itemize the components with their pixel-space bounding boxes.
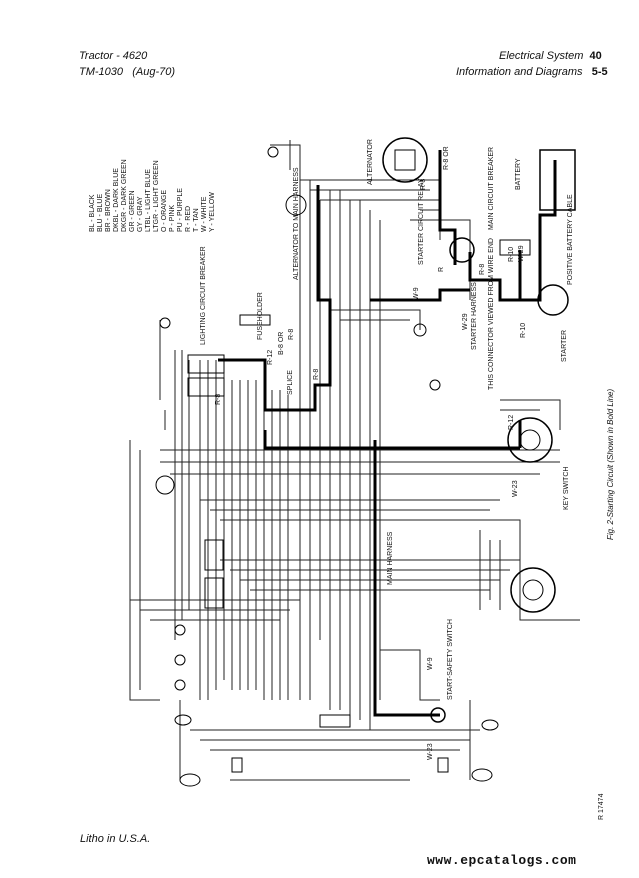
figure-caption: Fig. 2-Starting Circuit (Shown in Bold L… bbox=[606, 388, 615, 540]
header-left-line2: TM-1030 (Aug-70) bbox=[79, 66, 175, 78]
header-right-line2: Information and Diagrams 5-5 bbox=[456, 66, 608, 78]
label-w29: W-29 bbox=[518, 245, 525, 262]
label-positive-cable: POSITIVE BATTERY CABLE bbox=[567, 194, 574, 285]
label-w9: W-9 bbox=[413, 287, 420, 300]
header-left-line1: Tractor - 4620 bbox=[79, 50, 148, 62]
legend-item: GR - GREEN bbox=[129, 190, 136, 232]
label-b8-or: B-8 OR bbox=[278, 332, 285, 355]
main-circuit-breaker bbox=[499, 239, 531, 256]
key-switch bbox=[507, 417, 553, 463]
label-battery: BATTERY bbox=[515, 158, 522, 190]
starter-relay bbox=[449, 237, 475, 263]
light-switch bbox=[510, 567, 556, 613]
label-main-breaker: MAIN CIRCUIT BREAKER bbox=[488, 147, 495, 230]
legend-item: T - TAN bbox=[193, 208, 200, 232]
legend-item: Y - YELLOW bbox=[209, 192, 216, 232]
legend-item: P - PINK bbox=[169, 205, 176, 232]
battery bbox=[539, 149, 576, 211]
starter bbox=[537, 284, 569, 316]
legend-item: PU - PURPLE bbox=[177, 188, 184, 232]
header-right-line1: Electrical System 40 bbox=[499, 50, 602, 62]
fuseholder bbox=[239, 314, 271, 326]
label-lighting-breaker: LIGHTING CIRCUIT BREAKER bbox=[200, 246, 207, 345]
legend-item: DKGR - DARK GREEN bbox=[121, 159, 128, 232]
legend-item: O - ORANGE bbox=[161, 190, 168, 232]
label-r8-mid: R-8 bbox=[313, 369, 320, 380]
label-main-harness: MAIN HARNESS bbox=[387, 531, 394, 585]
label-start-safety: START-SAFETY SWITCH bbox=[447, 619, 454, 700]
label-w23-key: W-23 bbox=[512, 480, 519, 497]
diagram-labels: ALTERNATOR R-8 OR R-8 BATTERY MAIN CIRCU… bbox=[200, 139, 615, 820]
light-connectors bbox=[174, 539, 499, 787]
label-r8-b: R-8 bbox=[288, 329, 295, 340]
label-r12: R-12 bbox=[267, 350, 274, 365]
starting-circuit-bold bbox=[218, 150, 557, 717]
lighting-breaker bbox=[187, 354, 225, 397]
label-starter-harness: STARTER HARNESS bbox=[471, 282, 478, 350]
color-legend: BL - BLACK BLU - BLUE BR - BROWN DKBL - … bbox=[89, 159, 216, 232]
label-starter-relay: STARTER CIRCUIT RELAY bbox=[418, 178, 425, 265]
label-splice: SPLICE bbox=[287, 370, 294, 395]
legend-item: BL - BLACK bbox=[89, 194, 96, 232]
label-fuseholder: FUSEHOLDER bbox=[257, 292, 264, 340]
label-w9-safety: W-9 bbox=[427, 657, 434, 670]
label-alt-to-harness: ALTERNATOR TO MAIN HARNESS bbox=[293, 167, 300, 280]
label-r8-left: R-8 bbox=[215, 394, 222, 405]
footer-site[interactable]: www.epcatalogs.com bbox=[427, 853, 577, 868]
legend-item: DKBL - DARK BLUE bbox=[113, 168, 120, 232]
label-starter: STARTER bbox=[561, 330, 568, 362]
label-connector-note: THIS CONNECTOR VIEWED FROM WIRE END bbox=[488, 238, 495, 390]
footer-litho: Litho in U.S.A. bbox=[80, 833, 151, 845]
label-key-switch: KEY SWITCH bbox=[563, 467, 570, 510]
label-w23-safety: W-23 bbox=[427, 743, 434, 760]
label-r10: R-10 bbox=[508, 247, 515, 262]
label-r-relay: R bbox=[438, 267, 445, 272]
gauge-left bbox=[155, 146, 441, 691]
alternator bbox=[382, 137, 428, 183]
label-r10-b: R-10 bbox=[520, 323, 527, 338]
legend-item: GY - GRAY bbox=[137, 196, 144, 232]
legend-item: LTBL - LIGHT BLUE bbox=[145, 169, 152, 232]
label-r8-relay: R-8 bbox=[479, 264, 486, 275]
label-r8: R-8 bbox=[420, 179, 427, 190]
label-r12-key: R-12 bbox=[508, 415, 515, 430]
label-alternator: ALTERNATOR bbox=[367, 139, 374, 185]
legend-item: R - RED bbox=[185, 206, 192, 232]
label-w29-harness: W-29 bbox=[462, 313, 469, 330]
start-safety-switch bbox=[430, 707, 446, 723]
figure-ref: R 17474 bbox=[598, 793, 605, 820]
thin-wires bbox=[129, 140, 580, 781]
legend-item: W - WHITE bbox=[201, 196, 208, 232]
legend-item: BLU - BLUE bbox=[97, 194, 104, 232]
legend-item: LTGR - LIGHT GREEN bbox=[153, 160, 160, 232]
label-r8-or: R-8 OR bbox=[443, 146, 450, 170]
legend-item: BR - BROWN bbox=[105, 189, 112, 232]
